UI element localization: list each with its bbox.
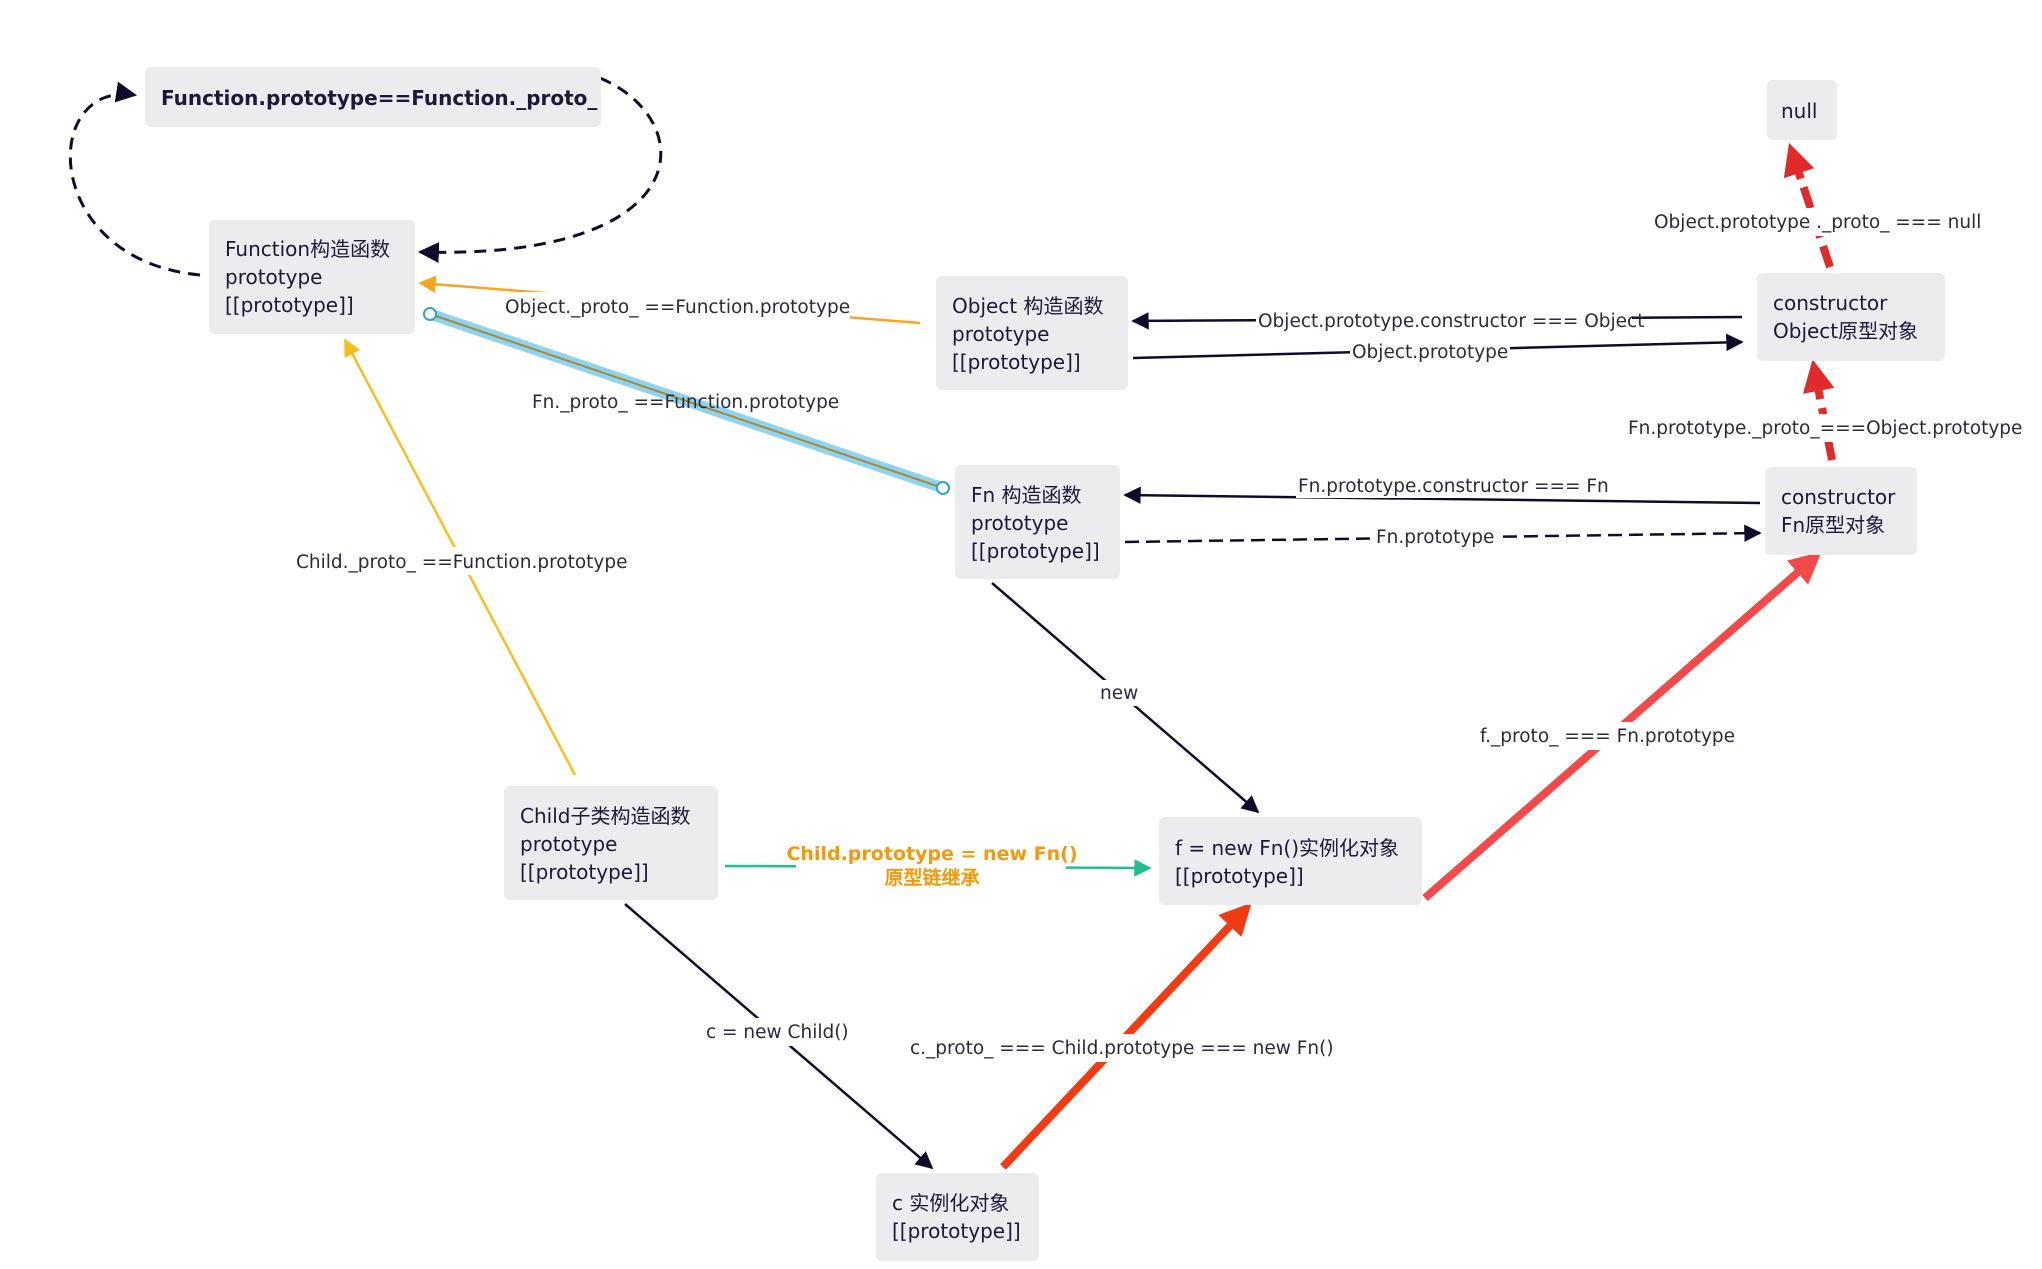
node-line: prototype: [971, 511, 1068, 535]
function-loop-edge-right: [417, 76, 663, 264]
edge-label-object-constructor: Object.prototype.constructor === Object: [1258, 311, 1644, 332]
f-instance-node[interactable]: f = new Fn()实例化对象 [[prototype]]: [1159, 817, 1422, 905]
node-line: Object 构造函数: [952, 294, 1104, 318]
node-line: [[prototype]]: [520, 860, 649, 884]
fn-ctor-node[interactable]: Fn 构造函数 prototype [[prototype]]: [955, 465, 1120, 579]
edge-label-fn-prototype: Fn.prototype: [1376, 527, 1494, 548]
edge-label-new: new: [1100, 683, 1138, 704]
edge-label-object-prototype: Object.prototype: [1352, 342, 1508, 363]
node-line: Fn 构造函数: [971, 483, 1082, 507]
node-line: [[prototype]]: [952, 350, 1081, 374]
node-line: [[prototype]]: [892, 1219, 1021, 1243]
child-ctor-node[interactable]: Child子类构造函数 prototype [[prototype]]: [504, 786, 718, 900]
node-line: constructor: [1781, 485, 1896, 509]
edge-label-f-proto: f._proto_ === Fn.prototype: [1480, 726, 1735, 747]
node-line: Child子类构造函数: [520, 804, 690, 828]
node-line: Object原型对象: [1773, 319, 1918, 343]
object-prototype-node[interactable]: constructor Object原型对象: [1757, 273, 1945, 361]
edge-label-child-inherit-1: Child.prototype = new Fn(): [786, 843, 1077, 865]
node-line: null: [1781, 99, 1817, 123]
edge-label-c-new-child: c = new Child(): [706, 1022, 849, 1043]
function-ctor-node[interactable]: Function构造函数 prototype [[prototype]]: [209, 220, 415, 334]
node-line: c 实例化对象: [892, 1191, 1009, 1215]
fn-to-function-edge: [429, 313, 944, 489]
c-instance-node[interactable]: c 实例化对象 [[prototype]]: [876, 1173, 1039, 1261]
fn-constructor-edge: [1123, 486, 1761, 505]
node-line: prototype: [520, 832, 617, 856]
object-ctor-node[interactable]: Object 构造函数 prototype [[prototype]]: [936, 276, 1128, 390]
null-node[interactable]: null: [1767, 80, 1837, 140]
fn-prototype-node[interactable]: constructor Fn原型对象: [1765, 467, 1917, 555]
edge-label-c-proto: c._proto_ === Child.prototype === new Fn…: [910, 1038, 1334, 1059]
object-proto-to-null-edge: [1783, 142, 1834, 269]
edge-endpoint-end[interactable]: [936, 481, 950, 495]
node-line: prototype: [225, 265, 322, 289]
node-line: Function构造函数: [225, 237, 390, 261]
edge-label-object-null: Object.prototype ._proto_ === null: [1654, 212, 1981, 233]
edge-label-child-inherit-2: 原型链继承: [884, 866, 979, 889]
edge-label-fn-constructor: Fn.prototype.constructor === Fn: [1298, 476, 1609, 497]
node-line: Fn原型对象: [1781, 513, 1885, 537]
node-line: [[prototype]]: [971, 539, 1100, 563]
edge-label-fn-proto-proto: Fn.prototype._proto_===Object.prototype: [1628, 418, 2022, 439]
node-line: f = new Fn()实例化对象: [1175, 836, 1399, 860]
edge-label-object-proto: Object._proto_ ==Function.prototype: [505, 297, 850, 318]
node-line: [[prototype]]: [1175, 864, 1304, 888]
node-line: Function.prototype==Function._proto_: [161, 86, 597, 110]
node-line: [[prototype]]: [225, 293, 354, 317]
function-loop-edge: [68, 81, 201, 277]
node-line: constructor: [1773, 291, 1888, 315]
node-line: prototype: [952, 322, 1049, 346]
edge-endpoint-start[interactable]: [423, 307, 437, 321]
edge-label-child-proto: Child._proto_ ==Function.prototype: [296, 552, 628, 573]
edge-label-fn-proto: Fn._proto_ ==Function.prototype: [532, 392, 839, 413]
function-proto-eq-node[interactable]: Function.prototype==Function._proto_: [145, 67, 601, 127]
